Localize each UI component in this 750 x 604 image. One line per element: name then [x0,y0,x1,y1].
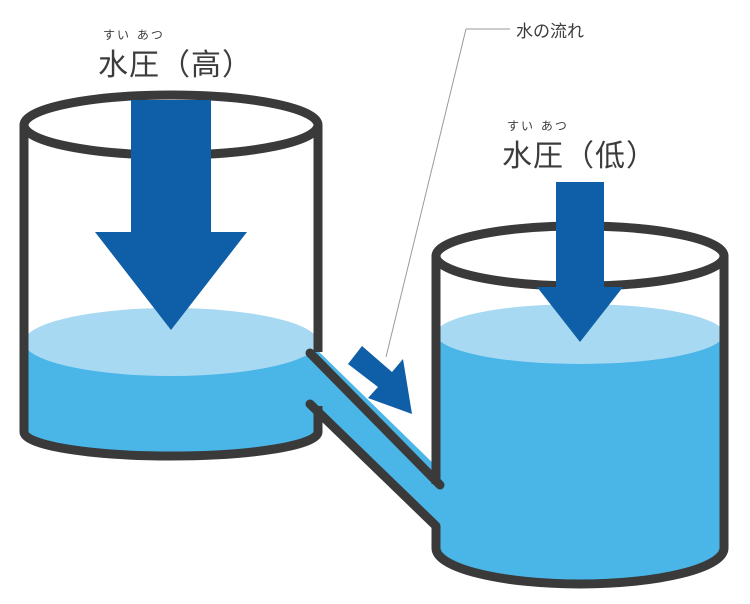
water-flow-label: 水の流れ [516,22,584,42]
high-pressure-label: 水圧（高） [98,48,253,83]
high-pressure-arrow [95,100,247,330]
high-pressure-ruby: すい あつ [103,28,165,42]
low-pressure-ruby: すい あつ [507,119,569,133]
left-tank-water-surface [24,308,318,376]
right-tank-water [436,334,724,584]
low-pressure-label: 水圧（低） [502,139,657,174]
water-flow-arrow [348,346,412,414]
low-pressure-arrow [537,182,623,342]
water-flow-leader-line-diagonal [385,28,467,358]
connecting-pipe [305,348,445,531]
